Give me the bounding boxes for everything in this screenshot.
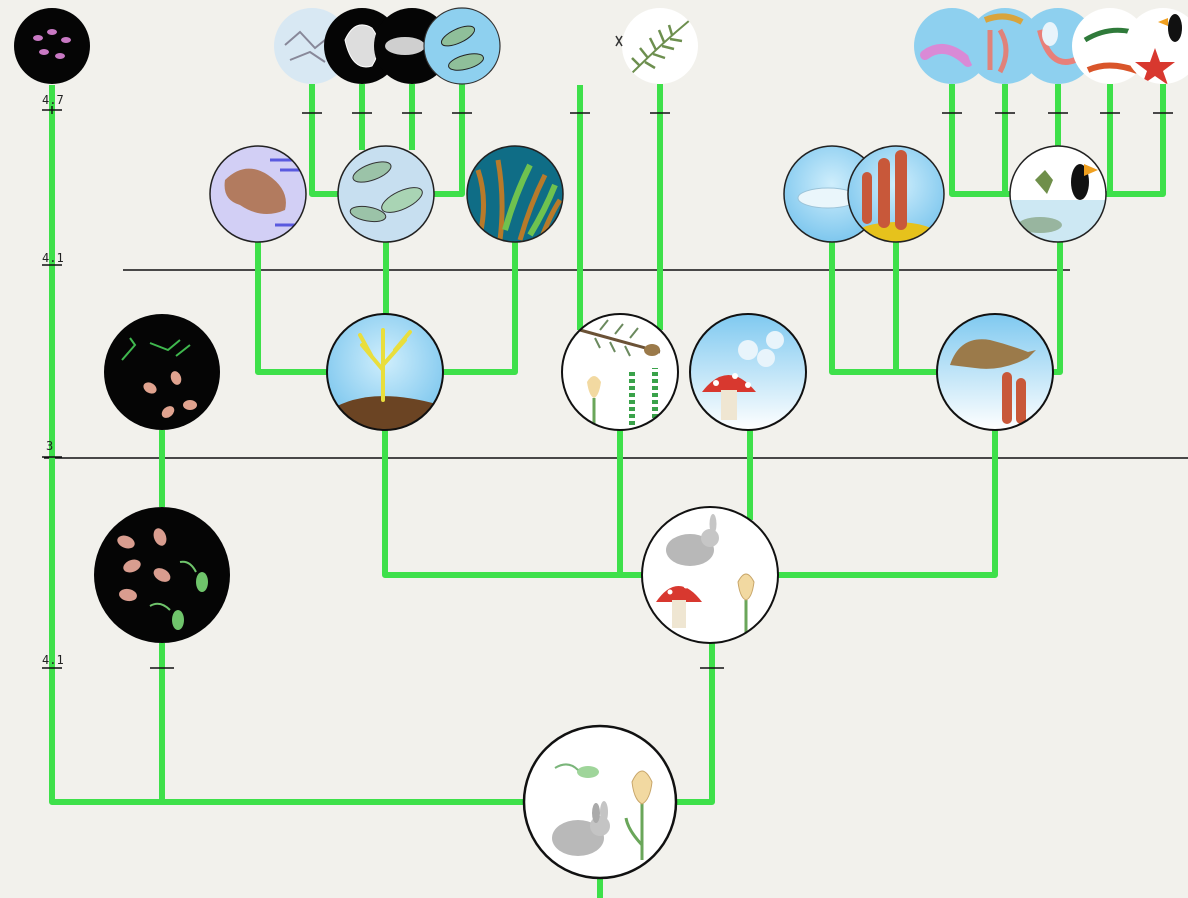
node-annelid[interactable] <box>967 8 1043 84</box>
branch-animal-plac <box>829 242 937 375</box>
branch-bila-w5 <box>1110 84 1166 197</box>
node-protists[interactable] <box>337 145 435 243</box>
tick <box>42 106 62 114</box>
node-sponges[interactable] <box>847 145 945 250</box>
node-nematode[interactable] <box>1020 8 1096 84</box>
era-marker-2: 4.1 <box>42 251 64 265</box>
branch-opis-land <box>382 430 642 578</box>
era-marker-1: 4.7 <box>42 93 64 107</box>
sponge-icon <box>1002 372 1026 424</box>
icon-small-x <box>615 35 623 47</box>
node-bilaterians[interactable] <box>1009 145 1107 243</box>
tulip-icon <box>587 376 601 425</box>
era-marker-4: 4.1 <box>42 653 64 667</box>
mushroom-icon <box>702 331 784 420</box>
rabbit-icon <box>666 514 719 566</box>
diatoms-icon <box>284 30 331 63</box>
era-marker-3: 3 <box>46 439 53 453</box>
ciliates-icon <box>440 25 484 71</box>
branch-root-opis <box>676 643 715 805</box>
worm-yellow-icon <box>983 13 1024 74</box>
tulip-icon <box>624 770 653 860</box>
branch-bila-w4 <box>1106 84 1113 197</box>
branch-animal-bila <box>1053 242 1063 375</box>
pine-branch-icon <box>579 315 661 357</box>
node-echinoderm[interactable] <box>1125 8 1188 85</box>
fern-icon <box>629 19 691 76</box>
mushroom-icon <box>656 583 702 628</box>
node-sperm-cells[interactable] <box>94 507 230 643</box>
moss-icon <box>629 368 658 425</box>
node-seed-plant[interactable] <box>561 313 679 431</box>
node-multicellular-cells[interactable] <box>104 314 220 430</box>
node-fern[interactable] <box>622 8 698 84</box>
purple-cells-icon <box>33 29 71 59</box>
seaweed-icon <box>475 159 563 242</box>
branch-land-moll <box>255 242 327 375</box>
red-sponges-icon <box>854 150 938 242</box>
node-fungi[interactable] <box>689 313 807 431</box>
paramecia-icon <box>349 161 423 223</box>
branches <box>49 84 1166 898</box>
starfish-toucan-icon <box>1135 14 1182 84</box>
platypus-icon <box>950 339 1036 369</box>
node-animal[interactable] <box>936 313 1054 431</box>
node-seaweed[interactable] <box>466 145 564 243</box>
node-mollusc[interactable] <box>209 145 307 243</box>
branch-bila-w1 <box>949 84 1010 197</box>
node-opisthokont[interactable] <box>641 506 779 644</box>
node-ciliate[interactable] <box>423 7 501 85</box>
branch-opis-animal <box>778 430 998 578</box>
sperm-cells-icon <box>117 528 208 630</box>
branch-prot-t4 <box>434 84 465 197</box>
branch-root-left <box>49 85 525 805</box>
worm-purple-icon <box>920 43 973 67</box>
era-marker-labels: 4.7 4.1 3 4.1 <box>42 93 64 667</box>
node-top-cells[interactable] <box>14 8 90 84</box>
tulip-icon <box>737 573 755 636</box>
rabbit-icon <box>552 801 610 856</box>
node-rotifer[interactable] <box>914 8 990 84</box>
node-root[interactable] <box>522 724 678 880</box>
tick-markers <box>42 106 1173 669</box>
branch-land-sea <box>443 242 518 375</box>
cells-filaments-icon <box>121 337 197 418</box>
branch-prot-tops <box>309 84 338 197</box>
node-land-plant[interactable] <box>326 313 444 440</box>
sperm-cell-icon <box>554 763 599 778</box>
